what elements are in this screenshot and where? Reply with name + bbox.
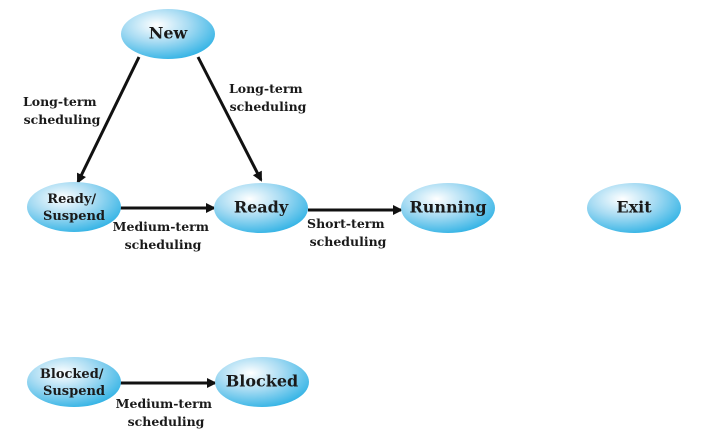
node-ready: Ready [214, 183, 308, 233]
node-running: Running [401, 183, 495, 233]
edge-label-blocked-suspend-to-blocked: Medium-term scheduling [116, 396, 217, 429]
edge-labels: Long-term scheduling Long-term schedulin… [23, 81, 389, 429]
node-running-label: Running [409, 198, 486, 217]
node-ready-suspend-label-line1: Ready/ [47, 192, 96, 207]
edge-new-to-ready-suspend [76, 56, 141, 184]
edges [76, 56, 403, 388]
edge-label-ready-to-running: Short-term scheduling [307, 216, 389, 249]
node-ready-suspend-label-line2: Suspend [43, 209, 105, 224]
node-blocked-label: Blocked [226, 372, 298, 391]
node-new-label: New [149, 24, 189, 43]
node-blocked-suspend: Blocked/ Suspend [27, 357, 121, 407]
edge-label-new-to-ready-suspend: Long-term scheduling [23, 94, 101, 127]
node-exit: Exit [587, 183, 681, 233]
edge-new-to-ready [196, 56, 263, 182]
node-blocked: Blocked [215, 357, 309, 407]
node-blocked-suspend-label-line2: Suspend [43, 384, 105, 399]
node-exit-label: Exit [616, 198, 652, 217]
svg-text:Ready/ Suspend: Ready/ Suspend [43, 192, 105, 224]
node-ready-suspend: Ready/ Suspend [27, 182, 121, 232]
edge-label-ready-suspend-to-ready: Medium-term scheduling [113, 219, 214, 252]
node-new: New [121, 9, 215, 59]
node-ready-label: Ready [234, 198, 289, 217]
svg-text:Blocked/ Suspend: Blocked/ Suspend [40, 367, 108, 399]
node-blocked-suspend-label-line1: Blocked/ [40, 367, 104, 382]
edge-label-new-to-ready: Long-term scheduling [229, 81, 307, 114]
